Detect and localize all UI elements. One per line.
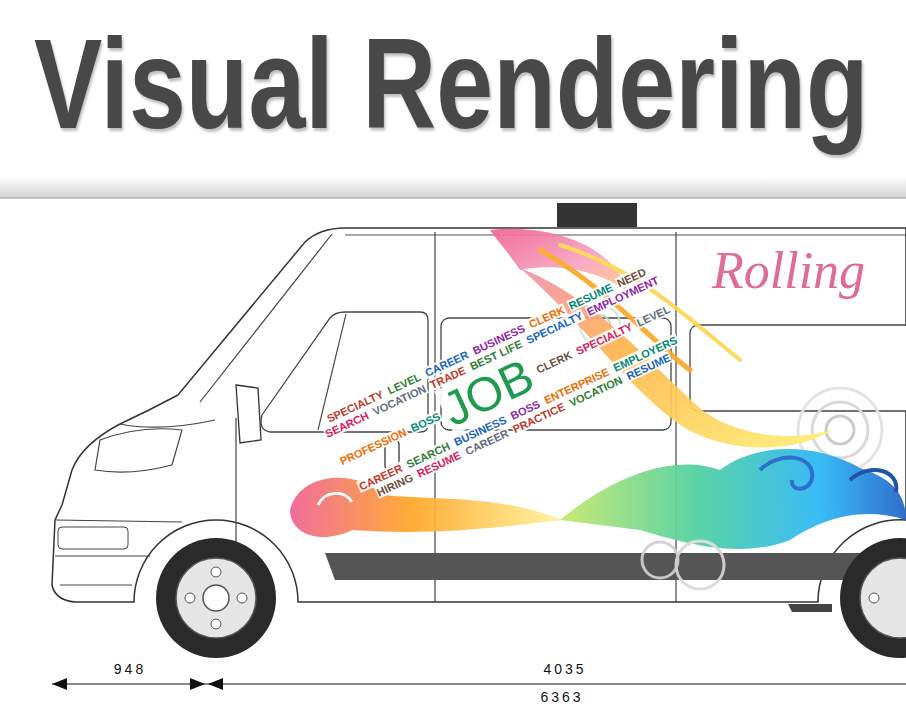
tyre <box>156 538 276 658</box>
rear-window <box>690 325 906 411</box>
roof-rim <box>345 235 906 236</box>
tyre <box>840 538 906 658</box>
dimension-value: 948 <box>114 662 146 677</box>
header-rule <box>0 198 906 199</box>
side-step <box>788 604 832 612</box>
rim <box>176 558 256 638</box>
hub <box>203 585 229 611</box>
side-mirror <box>236 385 261 443</box>
cloud-word: BOSS <box>408 410 443 435</box>
circle-ornament <box>826 416 854 444</box>
dimension-rule <box>52 684 906 685</box>
roof-unit <box>557 203 637 227</box>
rim-hole <box>237 593 247 603</box>
arrow-head <box>208 678 223 690</box>
dimension-value: 6363 <box>540 690 583 705</box>
cloud-word: CLERK <box>533 348 574 376</box>
page-title: Visual Rendering <box>34 20 869 148</box>
rim <box>860 558 906 638</box>
header-shadow <box>0 176 906 198</box>
front-wheel <box>156 538 276 658</box>
rim-hole <box>185 593 195 603</box>
rub-strip <box>325 553 885 580</box>
hood-crease <box>120 420 215 427</box>
cloud-word: LEVEL <box>634 303 673 330</box>
arrow-head <box>190 678 205 690</box>
van-body <box>52 228 906 602</box>
circle-ornament <box>676 541 724 589</box>
door-window <box>261 312 428 432</box>
word-cloud: SPECIALTYLEVELCAREERBUSINESSCLERKRESUMEN… <box>312 259 699 511</box>
grille <box>58 527 128 549</box>
rim-hole <box>211 567 221 577</box>
swirl-curl <box>850 470 896 492</box>
blue-swirl <box>560 449 906 549</box>
script-lettering: Rolling <box>712 242 865 299</box>
arrow-head <box>52 678 67 690</box>
swirl-curl <box>760 458 812 489</box>
lower-swirl <box>290 478 562 537</box>
circle-ornament <box>812 402 868 458</box>
dimension-line <box>52 678 906 690</box>
rim-hole <box>869 593 879 603</box>
swirl-curl <box>318 493 352 505</box>
dimension-value: 4035 <box>543 662 586 677</box>
rim-hole <box>211 619 221 629</box>
cloud-word: SPECIALTY <box>573 320 635 358</box>
circle-ornament <box>642 542 678 578</box>
headlight <box>95 429 182 472</box>
rear-wheel <box>840 538 906 658</box>
swirl-graphics <box>290 229 906 589</box>
